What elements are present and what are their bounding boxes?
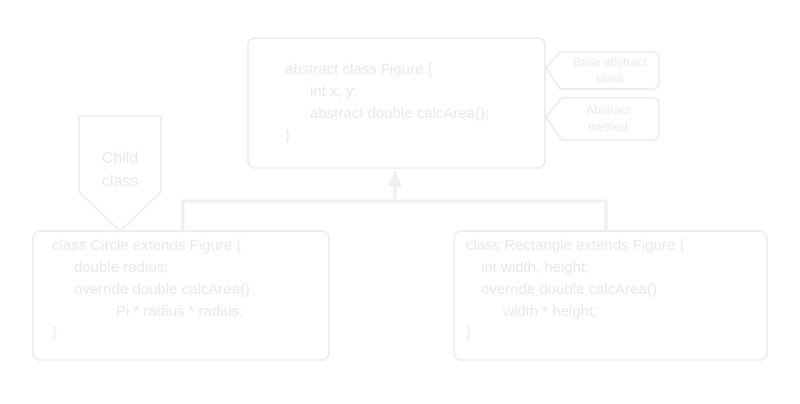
base-class-abstract-method: abstract double calcArea(); [310,105,489,122]
child-class-marker-shape [78,115,162,233]
abstract-method-callout-shape [544,97,660,141]
base-class-box [247,37,546,169]
child-class-marker: Child class [78,115,162,233]
base-abstract-class-callout: Base abstract class [544,51,660,90]
base-abstract-class-callout-shape [544,51,660,90]
inheritance-connector [181,169,608,231]
rectangle-class-method-signature: override double calcArea() [481,281,657,298]
circle-class-closing-brace: } [52,324,57,341]
rectangle-class-node: class Rectangle extends Figure { int wid… [453,230,768,361]
child-class-marker-line-1: Child [102,150,138,167]
circle-class-declaration: class Circle extends Figure { [52,237,241,254]
rectangle-class-fields: int width, height; [481,259,589,276]
base-class-closing-brace: } [285,127,290,144]
child-class-marker-line-2: class [102,173,138,190]
rectangle-class-box [453,230,768,361]
circle-class-box [32,230,330,361]
abstract-method-callout-line-1: Abstract [586,103,631,117]
base-class-declaration: abstract class Figure { [285,61,433,78]
circle-class-method-body: Pi * radius * radius; [116,303,244,320]
inheritance-arrowhead [388,169,402,187]
base-class-fields: int x, y; [310,83,358,100]
base-abstract-class-callout-line-1: Base abstract [573,55,647,69]
abstract-method-callout-line-2: method [588,120,628,134]
rectangle-class-closing-brace: } [466,324,471,341]
rectangle-class-declaration: class Rectangle extends Figure { [466,237,684,254]
base-class-node: abstract class Figure { int x, y; abstra… [247,37,546,169]
circle-class-method-signature: override double calcArea() [74,281,250,298]
base-abstract-class-callout-line-2: class [596,71,623,85]
circle-class-field: double radius; [74,259,168,276]
circle-class-node: class Circle extends Figure { double rad… [32,230,330,361]
abstract-method-callout: Abstract method [544,97,660,141]
rectangle-class-method-body: width * height; [502,303,597,320]
inheritance-connector-lines [181,184,608,231]
